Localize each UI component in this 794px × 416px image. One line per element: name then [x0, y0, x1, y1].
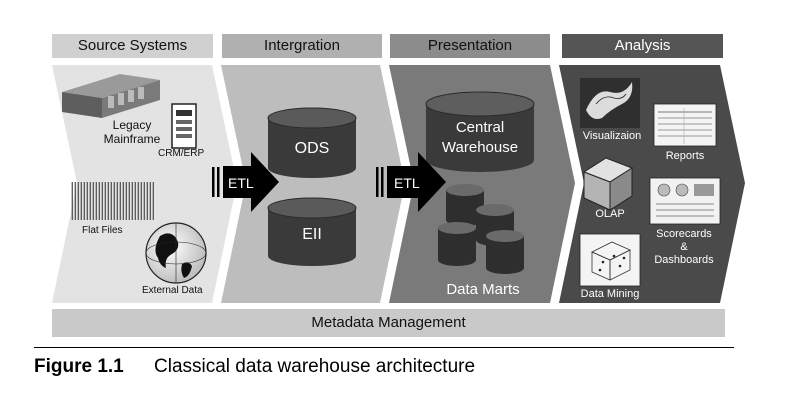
stage-header-analysis: Analysis — [614, 37, 671, 54]
scorecards-label-line1: Scorecards — [656, 228, 712, 240]
caption-rule — [34, 347, 734, 348]
visualization-icon — [580, 78, 640, 128]
legacy-mainframe-label: Legacy Mainframe — [92, 118, 172, 146]
central-label-line2: Warehouse — [441, 139, 519, 156]
ods-label: ODS — [294, 140, 330, 157]
stage-header-presentation: Presentation — [427, 37, 513, 54]
legacy-label-line2: Mainframe — [103, 132, 161, 146]
globe-icon — [145, 222, 207, 284]
central-warehouse-cylinder — [425, 91, 535, 172]
scorecards-label-line2: & — [680, 241, 688, 253]
stage-header-source: Source Systems — [77, 37, 188, 54]
eii-cylinder — [267, 197, 357, 266]
figure-title: Classical data warehouse architecture — [154, 356, 476, 377]
header-source-bar — [52, 34, 213, 58]
metadata-label: Metadata Management — [311, 314, 466, 331]
olap-label: OLAP — [595, 208, 625, 220]
header-integration-bar — [222, 34, 382, 58]
flat-files-label: Flat Files — [82, 225, 123, 236]
scorecards-label: Scorecards & Dashboards — [644, 228, 724, 267]
legacy-label-line1: Legacy — [112, 118, 152, 132]
flat-files-icon — [70, 182, 154, 220]
crm-server-icon — [171, 103, 197, 149]
etl-arrow-1 — [212, 152, 279, 212]
reports-icon — [653, 103, 717, 147]
etl-label-2: ETL — [394, 175, 420, 191]
panel-integration — [221, 65, 405, 303]
data-mining-label: Data Mining — [580, 288, 640, 300]
visualization-label: Visualizaion — [582, 130, 642, 142]
crm-erp-label: CRM/ERP — [158, 148, 205, 159]
header-analysis-bar — [562, 34, 723, 58]
data-marts-label: Data Marts — [446, 281, 520, 298]
stage-header-integration: Intergration — [264, 37, 340, 54]
mainframe-icon — [62, 74, 160, 118]
eii-label: EII — [302, 226, 322, 243]
figure-caption: Figure 1.1 Classical data warehouse archi… — [34, 356, 774, 378]
data-marts-cylinders — [438, 184, 524, 274]
scorecards-label-line3: Dashboards — [654, 254, 714, 266]
reports-label: Reports — [665, 150, 705, 162]
central-warehouse-label: Central Warehouse — [426, 118, 534, 158]
central-label-line1: Central — [455, 119, 505, 136]
ods-cylinder — [267, 107, 357, 178]
header-presentation-bar — [390, 34, 550, 58]
etl-label-1: ETL — [228, 175, 254, 191]
external-data-label: External Data — [142, 285, 203, 296]
scorecards-icon — [649, 177, 721, 225]
data-mining-icon — [579, 233, 641, 287]
figure-number: Figure 1.1 — [34, 356, 124, 377]
metadata-bar — [52, 309, 725, 337]
olap-cube-icon — [582, 157, 634, 211]
etl-arrow-2 — [376, 152, 446, 212]
